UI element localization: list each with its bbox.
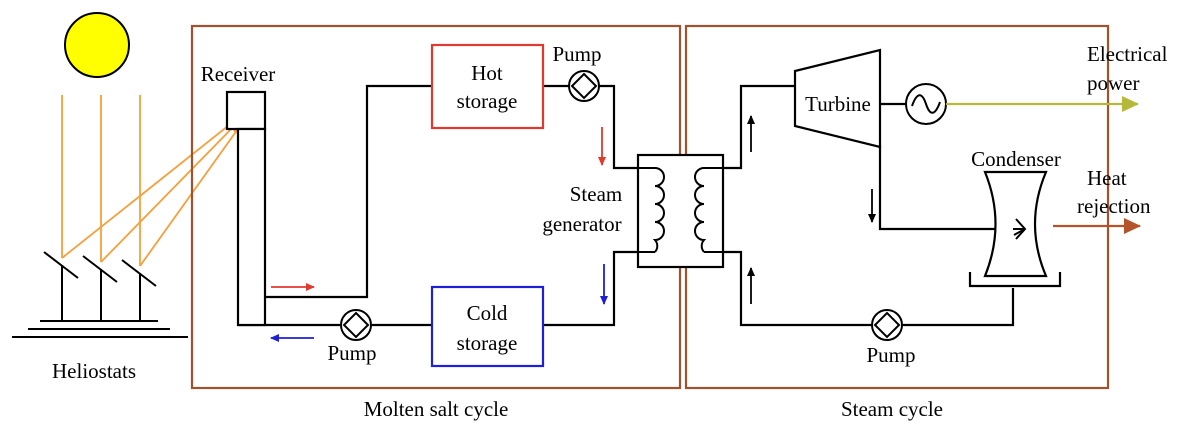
pump-icon-bottom-right: [871, 309, 903, 341]
electrical-power-label-line1: Electrical: [1087, 42, 1168, 66]
pump-icon-bottom-left: [340, 309, 372, 341]
molten-salt-cycle-caption: Molten salt cycle: [364, 397, 509, 421]
heat-rejection-label-line1: Heat: [1087, 166, 1127, 190]
steam-generator-label-line1: Steam: [570, 182, 623, 206]
cold-storage-label-line1: Cold: [467, 301, 508, 325]
turbine-label: Turbine: [805, 92, 871, 116]
pump-icon-top: [568, 70, 600, 102]
condenser-base: [968, 272, 1062, 288]
steam-generator-box: [636, 153, 725, 269]
generator-icon: [905, 83, 947, 125]
pump-bottom-right-label: Pump: [866, 343, 915, 367]
steam-generator-coils-icon: [638, 167, 723, 253]
turbine-icon: [793, 48, 882, 149]
steam-cycle-piping: [723, 84, 1015, 327]
heliostats-label: Heliostats: [52, 359, 136, 383]
condenser-icon: [983, 170, 1048, 278]
receiver-tower: [225, 90, 267, 327]
sun-icon: [64, 12, 130, 78]
condenser-inlet-arrowhead: [1013, 218, 1027, 240]
electrical-power-label-line2: power: [1087, 71, 1139, 95]
hot-storage-box: [430, 43, 545, 130]
pump-top-label: Pump: [552, 42, 601, 66]
cold-storage-box: [430, 285, 545, 368]
pump-bottom-left-label: Pump: [327, 341, 376, 365]
hot-storage-label-line1: Hot: [471, 61, 503, 85]
heat-rejection-label-line2: rejection: [1077, 194, 1151, 218]
steam-cycle-caption: Steam cycle: [841, 397, 943, 421]
cold-storage-label-line2: storage: [457, 331, 518, 355]
hot-storage-label-line2: storage: [457, 89, 518, 113]
heliostats-icon: [12, 251, 188, 338]
steam-generator-label-line2: generator: [542, 212, 621, 236]
receiver-label: Receiver: [201, 62, 276, 86]
condenser-label: Condenser: [971, 147, 1061, 171]
sun-rays: [61, 95, 241, 267]
